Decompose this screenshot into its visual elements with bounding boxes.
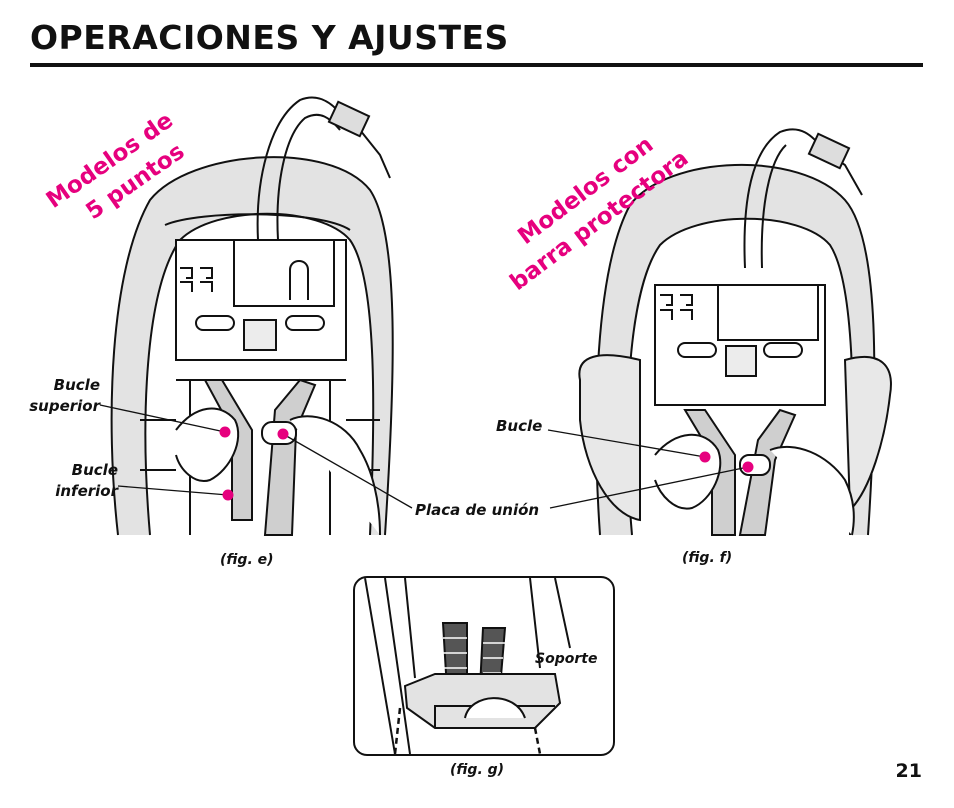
dot-bucle-inferior — [222, 489, 234, 501]
label-bucle-superior-line2: superior — [29, 397, 100, 415]
label-soporte: Soporte — [535, 651, 598, 667]
label-bucle-inferior-line2: inferior — [55, 482, 118, 500]
callout-line-bucle-f — [547, 429, 706, 458]
fig-g-illustration — [364, 578, 571, 754]
fig-e-illustration — [110, 96, 394, 536]
fig-f-illustration — [578, 128, 892, 536]
page-number: 21 — [895, 760, 922, 782]
dot-placa-e — [277, 428, 289, 440]
callout-line-placa-e — [282, 433, 413, 509]
callout-line-bucle-superior — [99, 404, 226, 433]
label-placa-de-union: Placa de unión — [415, 501, 540, 519]
caption-fig-g: (fig. g) — [450, 762, 505, 778]
caption-fig-e: (fig. e) — [220, 552, 274, 568]
callout-dots — [219, 426, 754, 501]
label-bucle-inferior: Bucle inferior — [48, 460, 118, 502]
callout-line-bucle-inferior — [117, 485, 229, 496]
shield-arm-left — [578, 354, 641, 522]
harness-strap-right — [263, 378, 317, 536]
fig-g-inset — [353, 576, 615, 756]
callout-line-placa-f — [549, 466, 749, 509]
label-bucle-inferior-line1: Bucle — [71, 461, 118, 479]
hand-right — [289, 415, 381, 536]
dot-placa-f — [742, 461, 754, 473]
dot-bucle-f — [699, 451, 711, 463]
caption-fig-f: (fig. f) — [682, 550, 733, 566]
label-bucle-superior: Bucle superior — [28, 375, 100, 417]
page-title: OPERACIONES Y AJUSTES — [30, 18, 509, 57]
dot-bucle-superior — [219, 426, 231, 438]
label-bucle-superior-line1: Bucle — [53, 376, 100, 394]
shield-arm-right — [843, 355, 892, 513]
label-bucle: Bucle — [496, 417, 543, 435]
callouts — [99, 404, 749, 701]
hand-left — [175, 407, 240, 482]
title-rule — [30, 63, 923, 67]
